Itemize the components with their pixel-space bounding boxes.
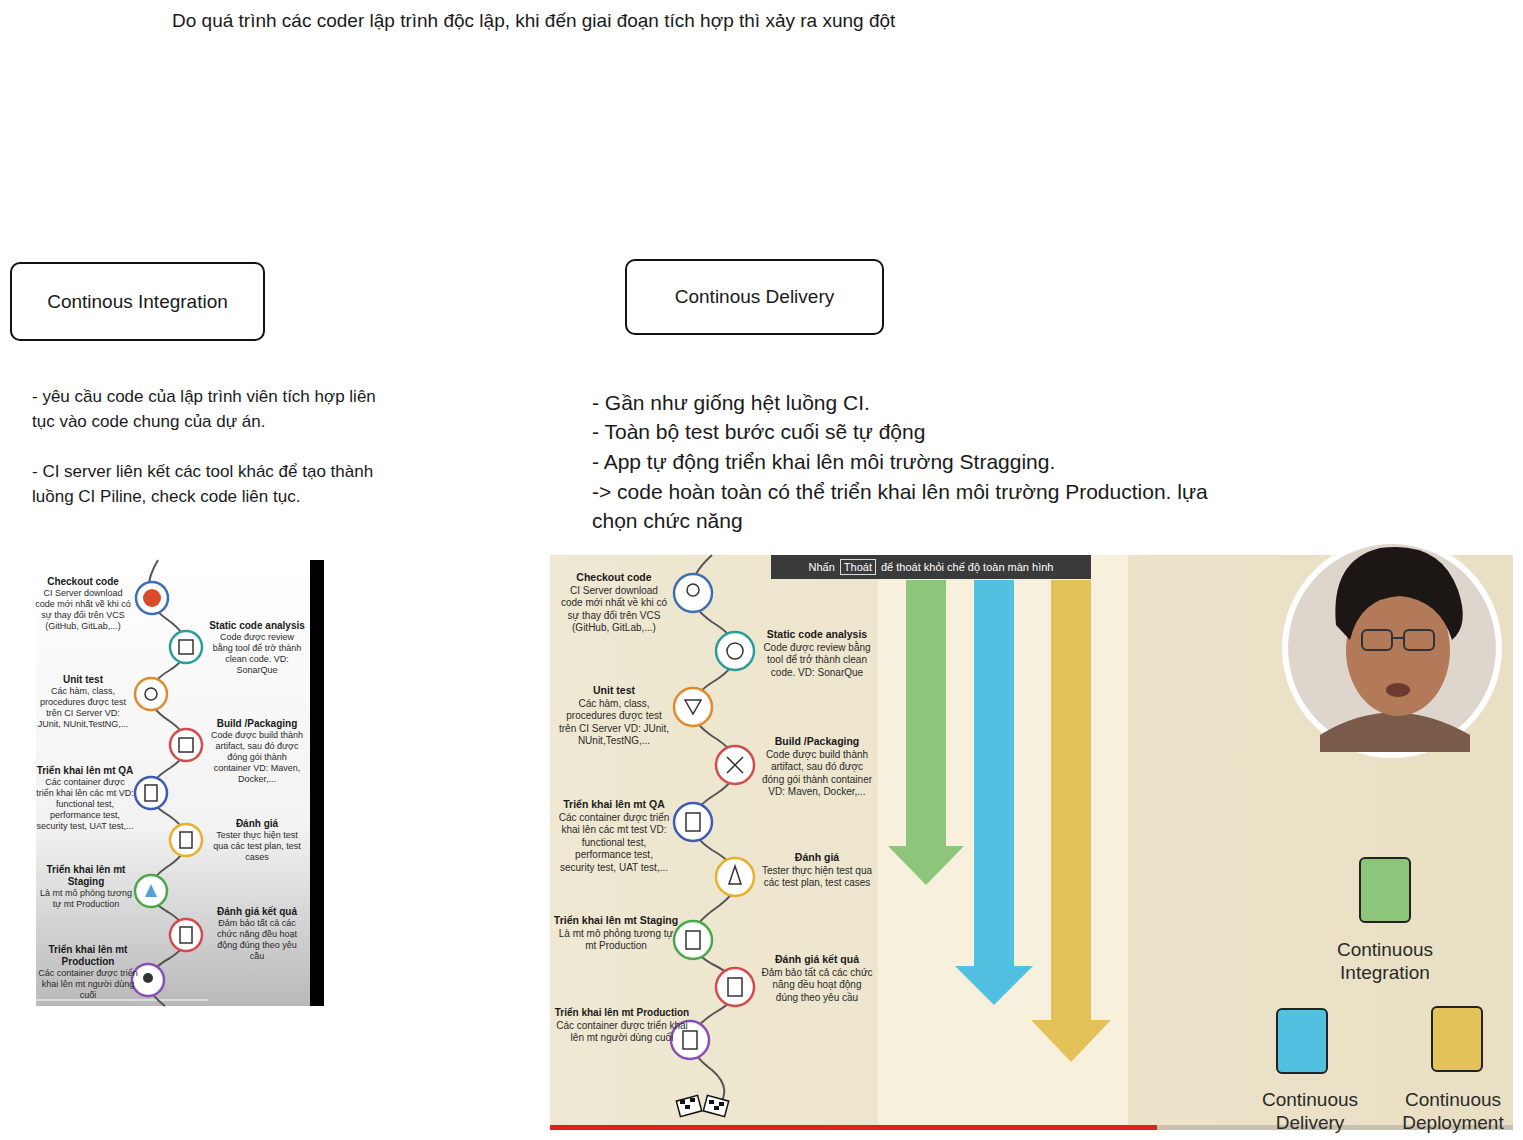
step-icons <box>671 574 754 1059</box>
note-text: -> code hoàn toàn có thể triển khai lên … <box>592 477 1212 535</box>
legend-label: Continuous Delivery <box>1249 1088 1371 1134</box>
note-text: - yêu cầu code của lập trình viên tích h… <box>32 384 377 434</box>
pipeline-step: Static code analysisCode được review bằn… <box>209 620 305 676</box>
pipeline-step: Build /PackagingCode được build thành ar… <box>761 735 873 799</box>
step-title: Unit test <box>35 674 131 686</box>
pipeline-step: Đánh giá kết quảĐảm bảo tất cả các chức … <box>761 953 873 1004</box>
pipeline-step: Triển khai lên mt StagingLà mt mô phỏng … <box>37 864 135 910</box>
step-title: Triển khai lên mt Production <box>552 1006 692 1020</box>
screenshot-panel <box>550 555 1513 1130</box>
pipeline-step: Static code analysisCode được review bằn… <box>761 628 873 679</box>
step-title: Triển khai lên mt QA <box>558 798 670 812</box>
pipeline-step: Triển khai lên mt StagingLà mt mô phỏng … <box>552 914 680 953</box>
step-description: Code được review bằng tool để trở thành … <box>209 632 305 676</box>
step-description: Các container được triển khai lên mt ngư… <box>38 968 138 1001</box>
pipeline-step: Unit testCác hàm, class, procedures được… <box>558 684 670 748</box>
finish-flag <box>676 1095 728 1116</box>
legend-swatch <box>1431 1006 1483 1072</box>
pipeline-step: Đánh giá kết quảĐảm bảo tất cả các chức … <box>209 906 305 962</box>
step-title: Checkout code <box>35 576 131 588</box>
screenshot-panel <box>36 560 310 1006</box>
progress-bar <box>36 999 208 1001</box>
note-text: - Toàn bộ test bước cuối sẽ tự động <box>592 417 1212 446</box>
pipeline-step: Triển khai lên mt ProductionCác containe… <box>38 944 138 1001</box>
pipeline-step: Checkout codeCI Server download code mới… <box>35 576 131 632</box>
box-label: Continous Delivery <box>675 286 834 308</box>
note-text: Do quá trình các coder lập trình độc lập… <box>172 8 1172 34</box>
bar-text: để thoát khỏi chế độ toàn màn hình <box>881 561 1053 573</box>
step-description: Code được build thành artifact, sau đó đ… <box>761 749 873 799</box>
pipeline-step: Đánh giáTester thực hiện test qua các te… <box>761 851 873 890</box>
legend-label: Continuous Deployment <box>1390 1088 1516 1134</box>
step-description: Đảm bảo tất cả các chức năng đều hoạt độ… <box>209 918 305 962</box>
step-title: Triển khai lên mt Staging <box>37 864 135 888</box>
step-title: Đánh giá kết quả <box>761 953 873 967</box>
note-text: - CI server liên kết các tool khác để tạ… <box>32 459 377 509</box>
process-box: Continous Delivery <box>625 259 884 335</box>
process-box: Continous Integration <box>10 262 265 341</box>
pipeline-step: Checkout codeCI Server download code mới… <box>558 571 670 635</box>
step-description: Là mt mô phỏng tương tự mt Production <box>37 888 135 910</box>
pipeline-step: Triển khai lên mt ProductionCác containe… <box>552 1006 692 1045</box>
step-description: Các container được triển khai lên các mt… <box>36 777 134 832</box>
legend-swatch <box>1359 857 1411 923</box>
note-text: - Gần như giống hệt luồng CI. <box>592 388 1212 417</box>
step-title: Static code analysis <box>761 628 873 642</box>
step-description: Tester thực hiện test qua các test plan,… <box>761 865 873 890</box>
step-description: Các hàm, class, procedures được test trê… <box>35 686 131 730</box>
step-description: Đảm bảo tất cả các chức năng đều hoạt độ… <box>761 967 873 1005</box>
fullscreen-bar: Nhấn Thoát để thoát khỏi chế độ toàn màn h… <box>771 555 1091 579</box>
pipeline-step: Đánh giáTester thực hiện test qua các te… <box>209 818 305 863</box>
step-title: Triển khai lên mt Production <box>38 944 138 968</box>
bar-text: Nhấn <box>809 561 835 573</box>
presenter-avatar <box>1282 538 1502 758</box>
step-description: Code được review bằng tool để trở thành … <box>761 642 873 680</box>
note-text: - App tự động triển khai lên môi trường … <box>592 447 1212 476</box>
step-title: Build /Packaging <box>761 735 873 749</box>
step-title: Đánh giá <box>209 818 305 830</box>
step-title: Build /Packaging <box>209 718 305 730</box>
step-description: Các container được triển khai lên các mt… <box>558 812 670 875</box>
pipeline-step: Build /PackagingCode được build thành ar… <box>209 718 305 785</box>
step-title: Đánh giá <box>761 851 873 865</box>
step-title: Checkout code <box>558 571 670 585</box>
step-description: Tester thực hiện test qua các test plan,… <box>209 830 305 863</box>
pipeline-step: Unit testCác hàm, class, procedures được… <box>35 674 131 730</box>
step-title: Triển khai lên mt QA <box>36 765 134 777</box>
step-title: Đánh giá kết quả <box>209 906 305 918</box>
screenshot-edge <box>310 560 324 1006</box>
legend-label: Continuous Integration <box>1319 938 1451 984</box>
pipeline-step: Triển khai lên mt QACác container được t… <box>36 765 134 832</box>
step-description: Các container được triển khai lên mt ngư… <box>552 1020 692 1045</box>
step-description: CI Server download code mới nhất về khi … <box>558 585 670 635</box>
step-title: Unit test <box>558 684 670 698</box>
legend-swatch <box>1276 1008 1328 1074</box>
box-label: Continous Integration <box>47 291 228 313</box>
step-description: Các hàm, class, procedures được test trê… <box>558 698 670 748</box>
step-description: CI Server download code mới nhất về khi … <box>35 588 131 632</box>
progress-bar <box>550 1125 1157 1130</box>
pipeline-step: Triển khai lên mt QACác container được t… <box>558 798 670 874</box>
step-title: Static code analysis <box>209 620 305 632</box>
key-hint: Thoát <box>840 559 876 575</box>
arrow-ground <box>878 555 1128 1125</box>
step-description: Code được build thành artifact, sau đó đ… <box>209 730 305 785</box>
step-description: Là mt mô phỏng tương tự mt Production <box>552 928 680 953</box>
step-title: Triển khai lên mt Staging <box>552 914 680 928</box>
step-icons <box>132 582 202 996</box>
flow-arrows <box>888 580 1111 1062</box>
